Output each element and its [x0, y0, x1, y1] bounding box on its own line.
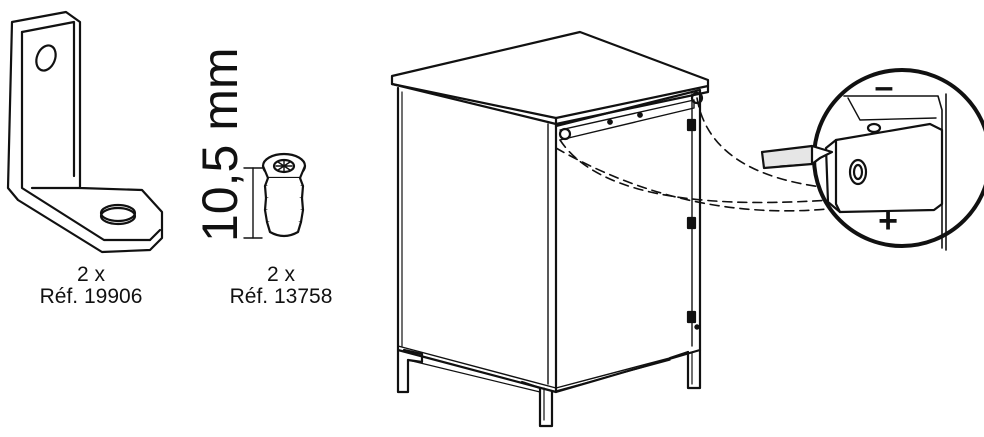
- l-bracket-icon: [6, 10, 164, 254]
- zoom-detail: [812, 68, 984, 251]
- part-reference: Réf. 19906: [39, 285, 143, 308]
- dimension-bracket: [243, 167, 263, 239]
- dimension-label: 10,5 mm: [192, 47, 248, 242]
- cam-dowel-icon: [261, 152, 307, 238]
- part-reference: Réf. 13758: [229, 285, 333, 308]
- screwdriver-icon: [760, 144, 834, 170]
- part-caption-dowel: 2 x Réf. 13758: [206, 264, 356, 308]
- part-quantity: 2 x: [76, 263, 105, 286]
- cabinet-illustration: [390, 30, 710, 428]
- part-quantity: 2 x: [266, 263, 295, 286]
- part-caption-bracket: 2 x Réf. 19906: [16, 264, 166, 308]
- plus-sign: +: [878, 202, 898, 240]
- minus-sign: –: [875, 68, 894, 106]
- callout-lines: [555, 97, 861, 212]
